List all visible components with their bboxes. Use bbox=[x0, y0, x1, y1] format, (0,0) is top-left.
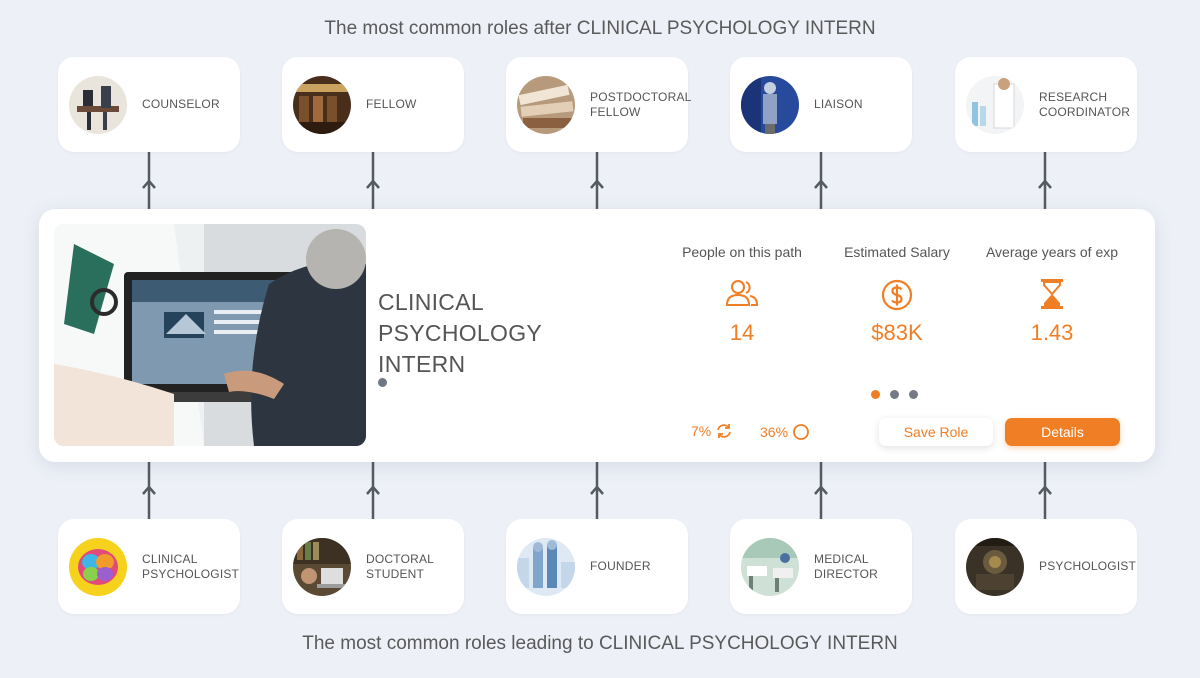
save-role-button[interactable]: Save Role bbox=[879, 418, 993, 446]
next-role-card-research-coordinator[interactable]: RESEARCH COORDINATOR bbox=[955, 57, 1137, 152]
role-label: LIAISON bbox=[814, 97, 863, 111]
title-indicator-dot bbox=[378, 378, 387, 387]
previous-role-card-founder[interactable]: FOUNDER bbox=[506, 519, 688, 614]
liaison-avatar bbox=[741, 75, 799, 134]
pager-dot[interactable] bbox=[909, 390, 918, 399]
role-label: DOCTORAL STUDENT bbox=[366, 551, 434, 581]
stats-pager bbox=[871, 390, 918, 399]
next-role-card-liaison[interactable]: LIAISON bbox=[730, 57, 912, 152]
previous-role-card-medical-director[interactable]: MEDICAL DIRECTOR bbox=[730, 519, 912, 614]
transition-rate-stat: 7% bbox=[691, 423, 733, 439]
counselor-avatar bbox=[69, 75, 127, 134]
completion-rate-value: 36% bbox=[760, 424, 789, 440]
details-button[interactable]: Details bbox=[1005, 418, 1120, 446]
role-label: CLINICAL PSYCHOLOGIST bbox=[142, 551, 240, 581]
next-role-card-counselor[interactable]: COUNSELOR bbox=[58, 57, 240, 152]
people-stat-label: People on this path bbox=[682, 244, 802, 260]
transition-rate-value: 7% bbox=[691, 423, 712, 439]
role-label: PSYCHOLOGIST bbox=[1039, 559, 1137, 573]
pager-dot[interactable] bbox=[890, 390, 899, 399]
research-coordinator-avatar bbox=[966, 75, 1024, 134]
role-label: FOUNDER bbox=[590, 559, 651, 573]
founder-avatar bbox=[517, 537, 575, 596]
salary-stat-value: $83K bbox=[871, 320, 923, 345]
current-role-title: CLINICAL PSYCHOLOGY INTERN bbox=[378, 289, 542, 377]
medical-director-avatar bbox=[741, 537, 799, 596]
salary-stat-label: Estimated Salary bbox=[844, 244, 950, 260]
experience-stat-value: 1.43 bbox=[1030, 320, 1074, 345]
previous-role-card-clinical-psychologist[interactable]: CLINICAL PSYCHOLOGIST bbox=[58, 519, 240, 614]
previous-role-card-doctoral-student[interactable]: DOCTORAL STUDENT bbox=[282, 519, 464, 614]
people-stat-value: 14 bbox=[729, 320, 755, 345]
next-roles-heading: The most common roles after CLINICAL PSY… bbox=[324, 18, 876, 39]
role-label: MEDICAL DIRECTOR bbox=[814, 551, 879, 581]
postdoctoral-fellow-avatar bbox=[517, 75, 575, 134]
doctoral-student-avatar bbox=[293, 537, 351, 596]
pager-dot[interactable] bbox=[871, 390, 880, 399]
current-role-card: CLINICAL PSYCHOLOGY INTERN People on thi… bbox=[39, 209, 1155, 462]
role-label: RESEARCH COORDINATOR bbox=[1039, 89, 1131, 119]
next-role-card-fellow[interactable]: FELLOW bbox=[282, 57, 464, 152]
people-stat: People on this path 14 bbox=[667, 244, 817, 346]
experience-stat: Average years of exp 1.43 bbox=[977, 244, 1127, 346]
circle-icon bbox=[793, 424, 809, 440]
next-role-card-postdoctoral-fellow[interactable]: POSTDOCTORAL FELLOW bbox=[506, 57, 692, 152]
clinical-psychologist-avatar bbox=[69, 537, 127, 596]
previous-roles-heading: The most common roles leading to CLINICA… bbox=[302, 633, 898, 654]
previous-role-card-psychologist[interactable]: PSYCHOLOGIST bbox=[955, 519, 1137, 614]
people-icon bbox=[667, 278, 817, 312]
fellow-avatar bbox=[293, 75, 351, 134]
role-label: FELLOW bbox=[366, 97, 417, 111]
experience-stat-label: Average years of exp bbox=[985, 244, 1119, 260]
role-label: COUNSELOR bbox=[142, 97, 220, 111]
role-label: POSTDOCTORAL FELLOW bbox=[590, 89, 692, 119]
current-role-photo bbox=[54, 224, 366, 446]
salary-stat: Estimated Salary $83K bbox=[822, 244, 972, 346]
hourglass-icon bbox=[977, 278, 1127, 312]
completion-rate-stat: 36% bbox=[760, 423, 810, 441]
refresh-icon bbox=[717, 424, 732, 438]
psychologist-avatar bbox=[966, 537, 1024, 596]
dollar-icon bbox=[822, 278, 972, 312]
